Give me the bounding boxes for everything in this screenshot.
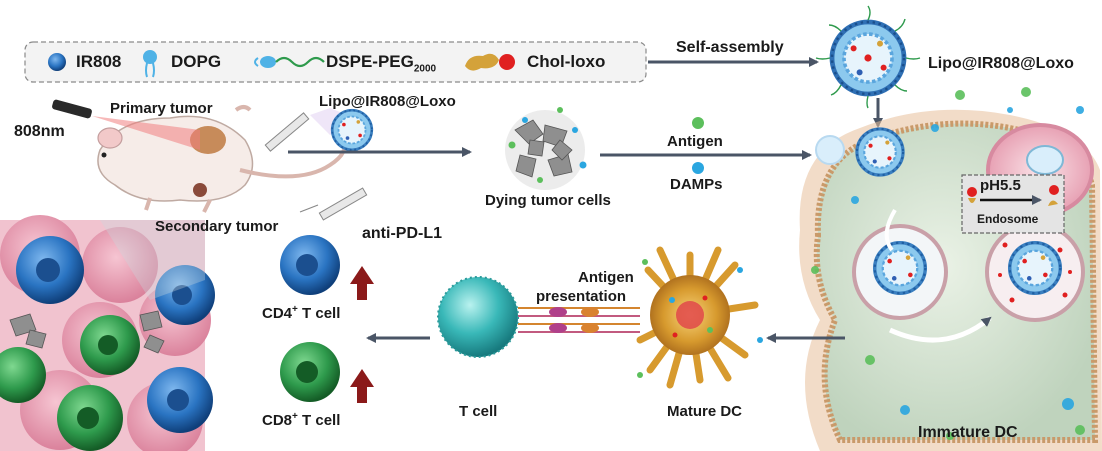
- antigen-presentation-label-2: presentation: [536, 288, 627, 305]
- antigen-presentation-complex: [518, 307, 640, 333]
- dspe-peg-icon: [254, 56, 325, 68]
- antigen-label: Antigen: [667, 133, 723, 150]
- chol-loxo-icon: [465, 53, 515, 71]
- laser-label: 808nm: [14, 123, 65, 140]
- legend-ir808-label: IR808: [76, 52, 122, 71]
- mature-dc-label: Mature DC: [667, 403, 743, 420]
- nanoparticle-top-label: Lipo@IR808@Loxo: [928, 55, 1074, 72]
- scattered-particles: [811, 87, 1085, 440]
- mature-dc: [636, 246, 763, 389]
- legend-dopg-label: DOPG: [171, 52, 222, 71]
- damps-icon: [692, 162, 704, 174]
- antigen-icon: [692, 117, 704, 129]
- endosome-label: Endosome: [977, 212, 1039, 226]
- legend-dspe-peg-label: DSPE-PEG2000: [326, 52, 437, 75]
- legend-box: [24, 41, 647, 83]
- cd4-t-cell-label: CD4+ T cell: [262, 304, 341, 322]
- tumor-tissue: [0, 215, 215, 451]
- dying-tumor-cells-label: Dying tumor cells: [485, 192, 611, 209]
- dying-tumor-cells: [505, 107, 587, 190]
- ir808-icon: [48, 53, 66, 71]
- immature-dc-label: Immature DC: [918, 424, 1018, 441]
- t-cell-label: T cell: [459, 403, 498, 420]
- lipo-nanoparticle-mouse: [330, 108, 374, 152]
- immature-dc-cell: [799, 109, 1102, 451]
- syringe-anti-pd-l1: [299, 187, 368, 221]
- primary-tumor-label: Primary tumor: [110, 100, 213, 117]
- tissue-cd8-cell-3: [0, 347, 46, 403]
- antigen-presentation-label-1: Antigen: [578, 269, 634, 286]
- damps-label: DAMPs: [670, 176, 723, 193]
- ph-label: pH5.5: [980, 177, 1021, 194]
- secondary-tumor-label: Secondary tumor: [155, 218, 279, 235]
- nanoparticle-mouse-label: Lipo@IR808@Loxo: [319, 93, 456, 110]
- cd4-up-arrow: [350, 266, 374, 300]
- cd8-up-arrow: [350, 369, 374, 403]
- lipo-nanoparticle-large: [815, 5, 921, 109]
- lipo-entering: [855, 127, 905, 177]
- anti-pd-l1-label: anti-PD-L1: [362, 225, 442, 242]
- dopg-icon: [143, 50, 157, 78]
- secondary-tumor: [193, 183, 207, 197]
- legend-chol-loxo-label: Chol-loxo: [527, 52, 606, 71]
- laser-fiber: [52, 99, 200, 150]
- ph-endosome-box: [961, 174, 1065, 234]
- self-assembly-label: Self-assembly: [676, 39, 784, 56]
- cd8-t-cell-label: CD8+ T cell: [262, 411, 341, 429]
- t-cell: [437, 276, 519, 358]
